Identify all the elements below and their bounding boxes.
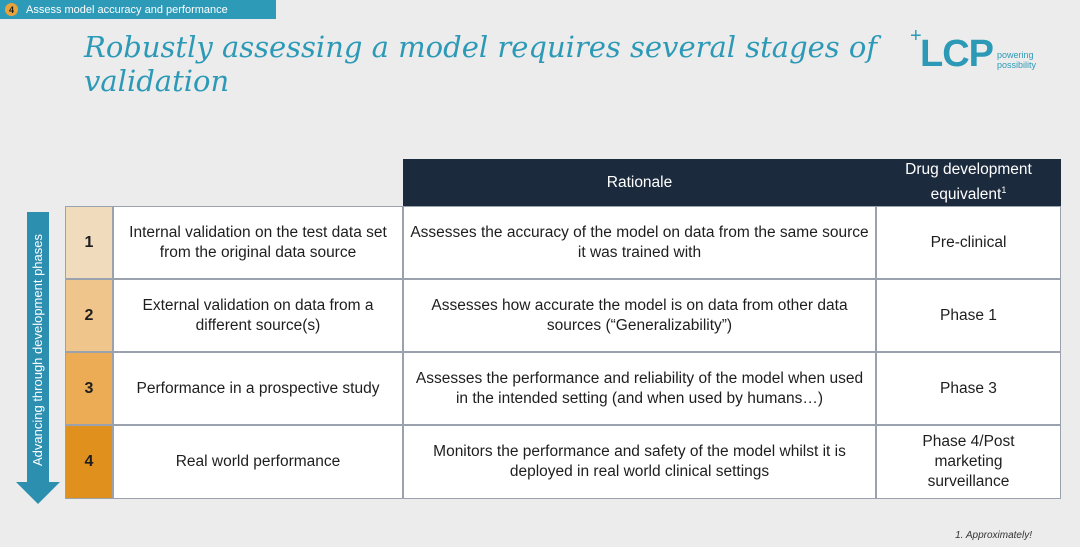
stage-number-1: 1 xyxy=(65,206,113,279)
logo-tagline-line2: possibility xyxy=(997,60,1037,70)
footnote: 1. Approximately! xyxy=(955,530,1032,541)
stage-equivalent-3: Phase 3 xyxy=(876,352,1061,425)
header-rationale: Rationale xyxy=(403,159,876,206)
stage-equivalent-4: Phase 4/Post marketing surveillance xyxy=(876,425,1061,499)
stage-equivalent-1: Pre-clinical xyxy=(876,206,1061,279)
stage-rationale-4: Monitors the performance and safety of t… xyxy=(403,425,876,499)
stage-equivalent-2: Phase 1 xyxy=(876,279,1061,352)
down-arrow-icon xyxy=(16,212,60,504)
stage-description-3: Performance in a prospective study xyxy=(113,352,403,425)
stage-rationale-3: Assesses the performance and reliability… xyxy=(403,352,876,425)
lcp-logo: + LCP powering possibility xyxy=(910,25,1060,75)
section-number-badge: 4 xyxy=(5,3,18,16)
header-drug-line1: Drug development xyxy=(905,160,1032,178)
header-drug-equivalent: Drug development equivalent1 xyxy=(876,159,1061,206)
stage-number-2: 2 xyxy=(65,279,113,352)
stage-description-1: Internal validation on the test data set… xyxy=(113,206,403,279)
header-drug-line2: equivalent1 xyxy=(930,184,1007,204)
section-tag: 4 Assess model accuracy and performance xyxy=(0,0,276,19)
footnote-marker: 1 xyxy=(1001,184,1007,195)
side-arrow-label: Advancing through development phases xyxy=(30,234,45,466)
logo-plus-icon: + xyxy=(910,25,922,47)
validation-stages-table: Rationale Drug development equivalent1 1… xyxy=(65,159,1061,499)
stage-rationale-1: Assesses the accuracy of the model on da… xyxy=(403,206,876,279)
stage-number-3: 3 xyxy=(65,352,113,425)
stage-description-2: External validation on data from a diffe… xyxy=(113,279,403,352)
logo-tagline-line1: powering xyxy=(997,50,1034,60)
section-tag-label: Assess model accuracy and performance xyxy=(26,3,228,16)
page-title: Robustly assessing a model requires seve… xyxy=(84,30,878,98)
stage-rationale-2: Assesses how accurate the model is on da… xyxy=(403,279,876,352)
stage-number-4: 4 xyxy=(65,425,113,499)
logo-tagline: powering possibility xyxy=(997,50,1036,70)
stage-description-4: Real world performance xyxy=(113,425,403,499)
logo-letters: LCP xyxy=(920,33,994,75)
